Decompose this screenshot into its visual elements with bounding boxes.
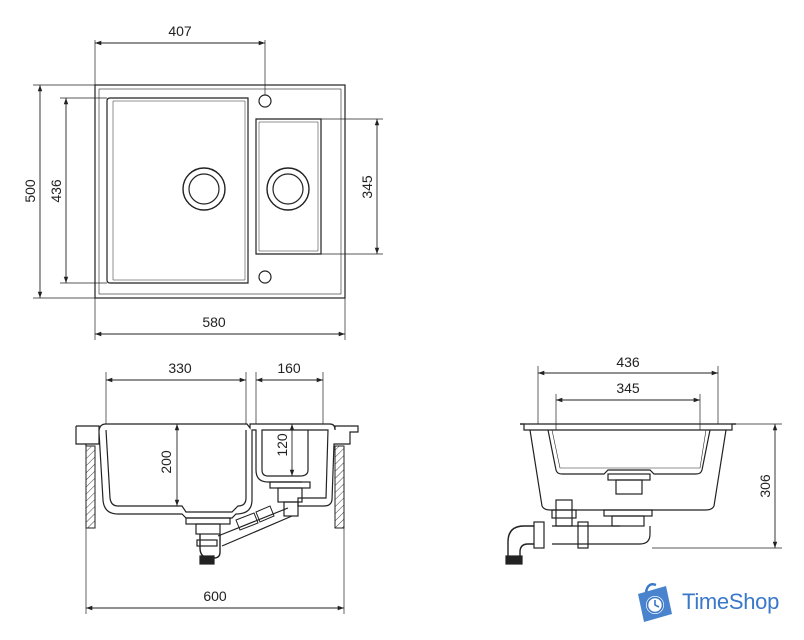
side-waste-low-flange	[603, 509, 653, 517]
label-500: 500	[22, 179, 38, 203]
front-rim-left	[75, 426, 86, 445]
brand-name: TimeShop	[682, 589, 780, 614]
side-pipe-nut-a	[577, 521, 589, 549]
big-waste-pipe-end	[199, 555, 215, 565]
big-drain-inner-ring	[188, 173, 220, 205]
label-306: 306	[757, 474, 773, 498]
label-580: 580	[202, 314, 226, 330]
timeshop-watermark: TimeShop	[632, 580, 779, 624]
small-bowl-top	[255, 118, 322, 255]
label-436-top: 436	[48, 179, 64, 203]
side-bowl-inner-line	[551, 429, 707, 469]
side-waste-top-flange	[607, 473, 651, 481]
label-120: 120	[274, 433, 290, 457]
big-bowl-top-inner	[112, 100, 246, 281]
side-sink-profile-outer	[520, 423, 736, 511]
side-standpipe	[555, 499, 573, 527]
small-drain-outer-ring	[266, 167, 310, 211]
cabinet-wall-right	[334, 445, 345, 529]
big-waste-body	[195, 523, 221, 535]
side-pipe-nut-b	[533, 521, 545, 549]
front-dimension-lines	[86, 377, 344, 611]
front-big-bowl	[105, 429, 247, 513]
sink-rim-inner	[98, 88, 342, 295]
label-600: 600	[203, 588, 227, 604]
big-waste-flange	[185, 517, 231, 525]
label-160: 160	[277, 360, 301, 376]
side-dimension-lines	[538, 370, 778, 548]
side-section	[505, 366, 782, 565]
side-trap-outlet	[505, 555, 523, 565]
small-drain-inner-ring	[272, 173, 304, 205]
label-407: 407	[168, 23, 192, 39]
big-waste-nut	[196, 539, 218, 547]
side-waste-low-body	[611, 515, 645, 527]
side-sink-rim	[520, 423, 736, 431]
connector-nuts	[235, 505, 275, 531]
side-standpipe-nut	[551, 509, 577, 519]
label-436-side: 436	[616, 354, 640, 370]
label-200: 200	[158, 450, 174, 474]
tap-hole-icon	[258, 94, 272, 108]
connector-pipe	[217, 507, 293, 547]
small-bowl-top-inner	[258, 121, 319, 252]
label-330: 330	[168, 360, 192, 376]
side-waste-top-body	[615, 479, 643, 495]
cabinet-wall-left	[85, 445, 96, 529]
side-trap-bend	[507, 525, 534, 560]
front-sink-profile	[76, 423, 359, 507]
big-bowl-top	[106, 97, 249, 284]
big-drain-outer-ring	[182, 167, 226, 211]
overflow-hole-icon	[258, 270, 272, 284]
clock-bag-icon	[638, 583, 672, 622]
top-view	[33, 40, 383, 340]
label-345-top: 345	[359, 175, 375, 199]
side-bowl-inner	[547, 429, 711, 475]
small-waste-flange	[269, 481, 311, 489]
label-345-side: 345	[616, 380, 640, 396]
front-big-bowl-outer	[85, 429, 302, 519]
front-section	[75, 372, 359, 614]
sink-outline-top	[94, 84, 346, 299]
top-dimension-lines	[37, 40, 380, 337]
side-horizontal-pipe	[552, 525, 651, 545]
